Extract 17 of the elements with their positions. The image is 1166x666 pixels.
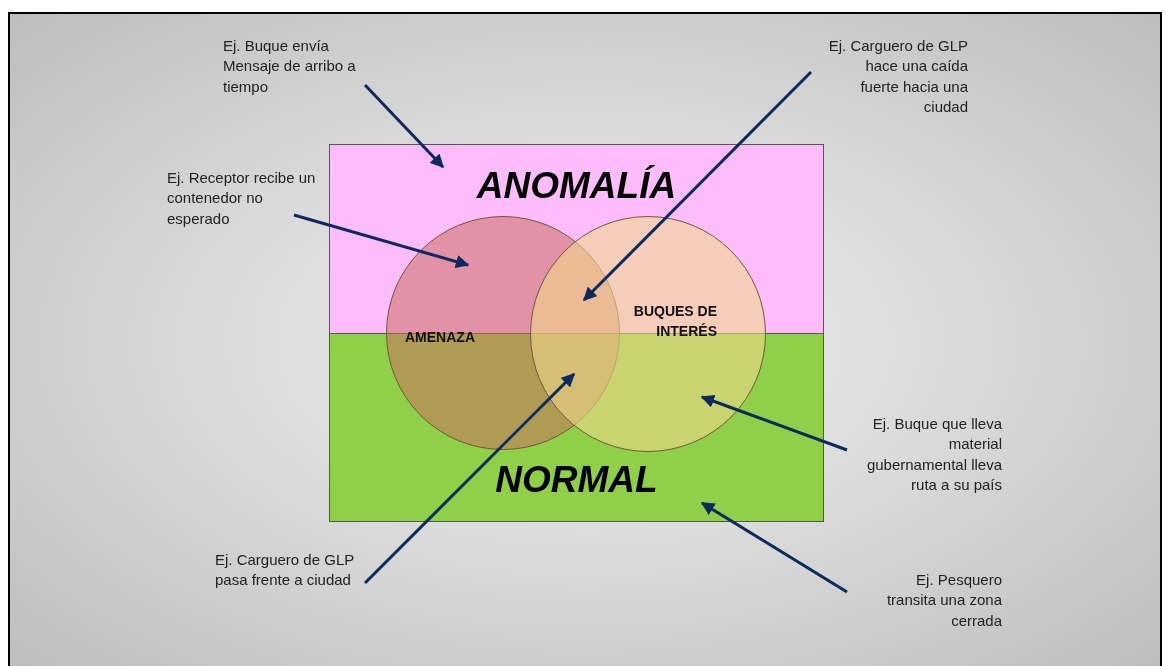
leader-arrow [363,83,445,169]
callout-text: Ej. Buque envía Mensaje de arribo a tiempo [223,36,368,97]
leader-arrow [700,394,848,452]
region-label: NORMAL [494,459,659,501]
leader-arrow [582,70,813,302]
callout-text: Ej. Buque que lleva material gubernamental lleva ruta a su país [850,414,1002,495]
leader-arrow [363,372,576,585]
callout-text: Ej. Carguero de GLP hace una caída fuerte hacia una ciudad [826,36,968,117]
callout-text: Ej. Receptor recibe un contenedor no esperado [167,168,317,229]
callout-text: Ej. Pesquero transita una zona cerrada [868,570,1002,631]
callout-text: Ej. Carguero de GLP pasa frente a ciudad [215,550,370,591]
leader-arrow [700,501,848,594]
anomaly-band [329,144,824,334]
set-label: AMENAZA [405,328,476,347]
set-label: BUQUES DE INTERÉS [632,302,717,342]
region-label: ANOMALÍA [475,165,678,207]
leader-arrow [293,213,470,269]
